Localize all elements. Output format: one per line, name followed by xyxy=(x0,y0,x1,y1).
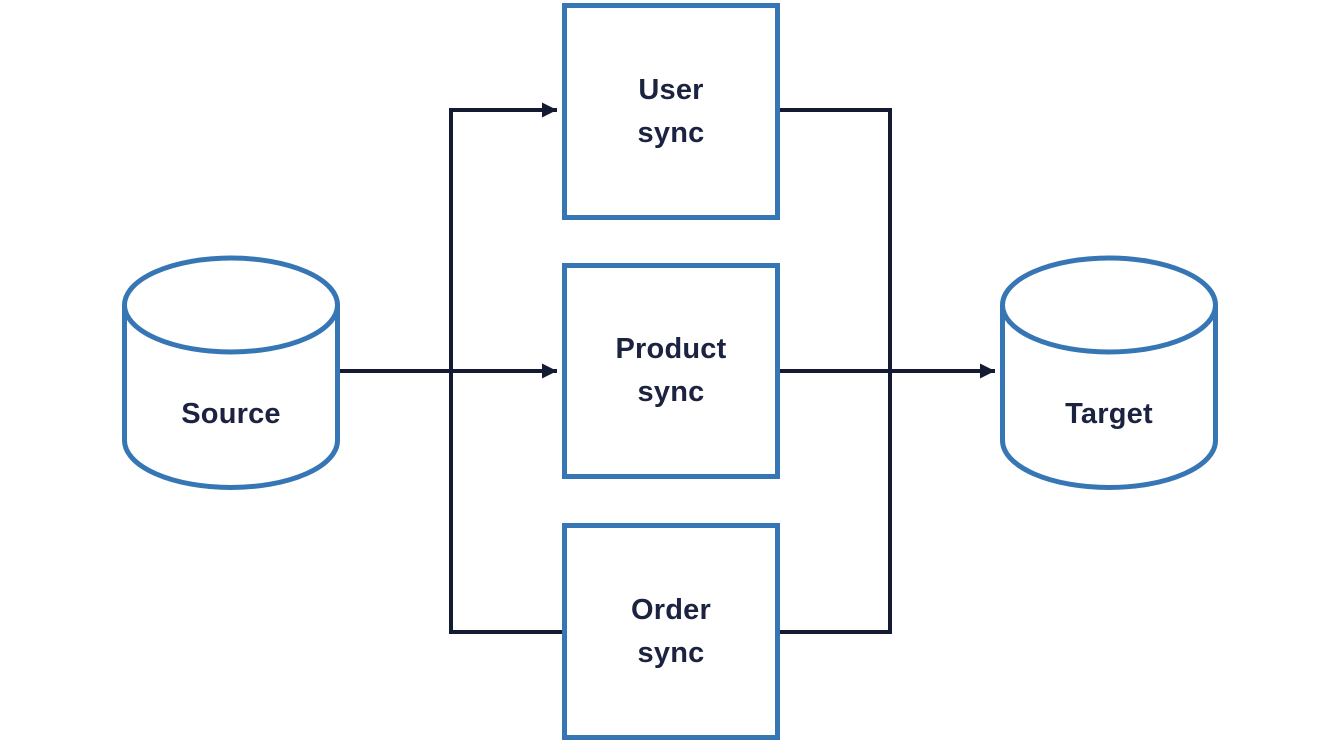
node-target: Target xyxy=(1000,255,1218,490)
node-product-sync: Product sync xyxy=(562,263,780,479)
node-source-label: Source xyxy=(181,398,281,430)
node-target-label: Target xyxy=(1065,398,1153,430)
edge-order-sync-to-merge xyxy=(780,371,892,634)
cylinder-shape xyxy=(1000,255,1218,490)
edge-source-to-order-sync xyxy=(449,371,562,634)
node-user-sync-label: User sync xyxy=(637,73,705,149)
edge-source-to-user-sync xyxy=(449,102,557,371)
node-order-sync: Order sync xyxy=(562,523,780,740)
node-source: Source xyxy=(122,255,340,490)
node-user-sync: User sync xyxy=(562,3,780,220)
node-order-sync-label: Order sync xyxy=(631,593,711,669)
edge-user-sync-to-merge xyxy=(780,108,892,371)
cylinder-shape xyxy=(122,255,340,490)
node-product-sync-label: Product sync xyxy=(615,333,727,408)
